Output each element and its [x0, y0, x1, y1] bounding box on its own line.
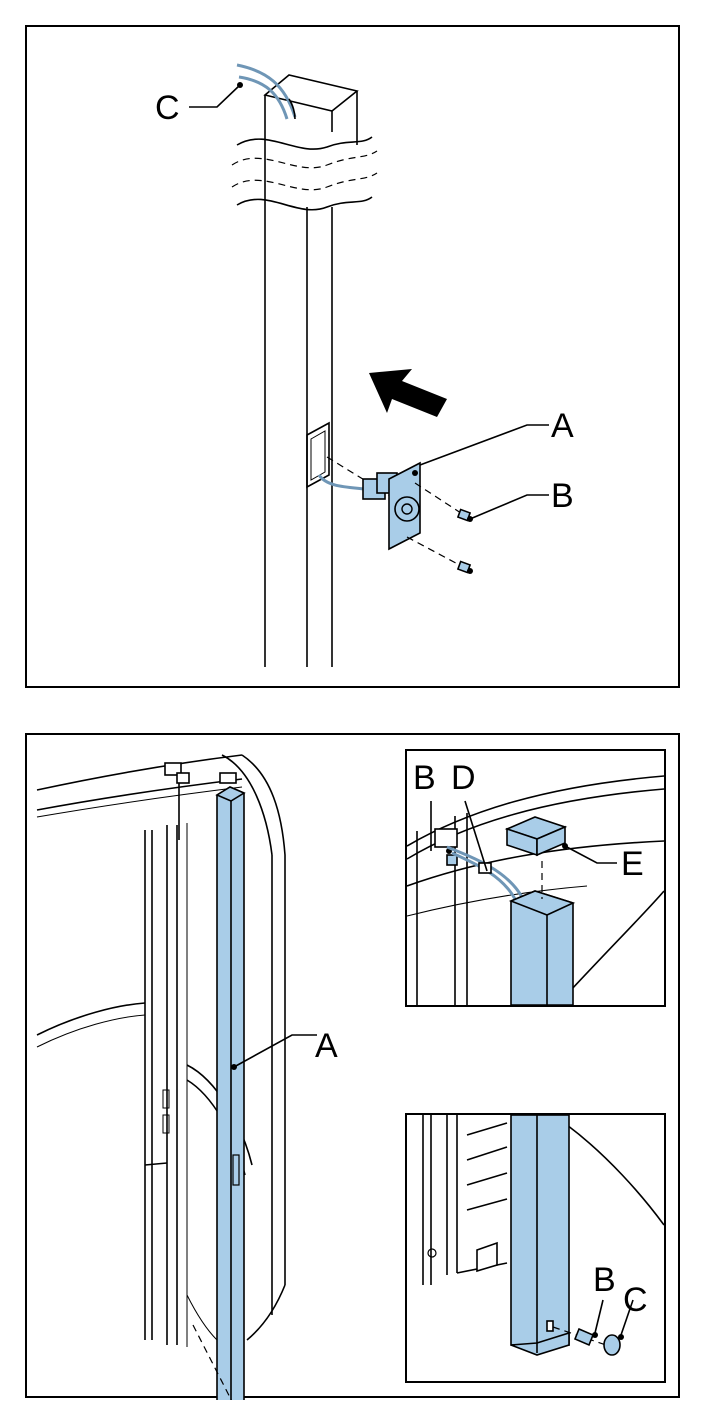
label-b: B	[593, 1261, 616, 1299]
door-drum	[36, 754, 286, 1347]
post	[231, 74, 378, 667]
direction-arrow	[369, 369, 447, 417]
inset-top: B D E	[405, 749, 666, 1007]
bottom-illustration: A	[36, 754, 338, 1400]
label-d: D	[451, 759, 476, 797]
label-c: C	[623, 1281, 648, 1319]
bottom-panel: A	[25, 733, 680, 1400]
top-panel: C A B	[25, 25, 680, 688]
key-switch	[317, 456, 473, 574]
inset-bottom-illustration: B C	[422, 1115, 664, 1356]
label-c: C	[155, 89, 180, 127]
label-e: E	[621, 845, 644, 883]
top-illustration: C A B	[155, 63, 574, 667]
label-b: B	[413, 759, 436, 797]
inset-top-illustration: B D E	[407, 759, 664, 1005]
column-cover	[192, 772, 246, 1400]
label-a: A	[315, 1027, 338, 1065]
inset-bottom: B C	[405, 1113, 666, 1383]
label-a: A	[551, 407, 574, 445]
label-b: B	[551, 477, 574, 515]
